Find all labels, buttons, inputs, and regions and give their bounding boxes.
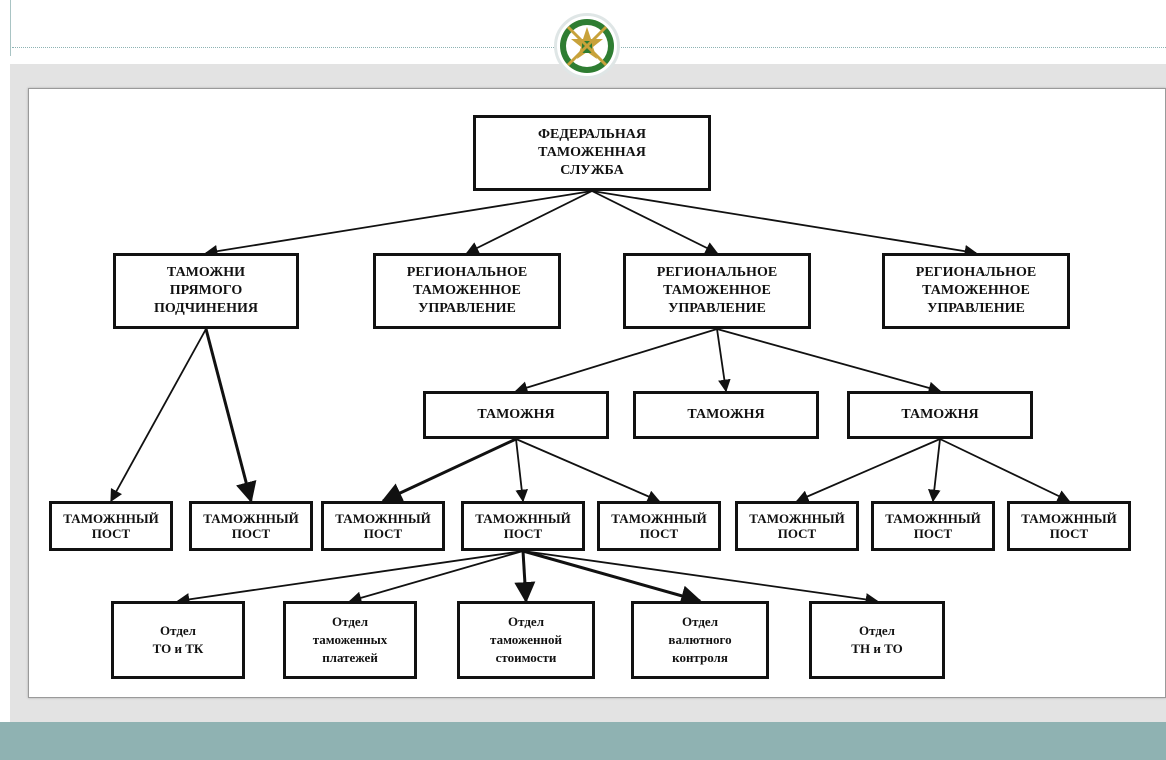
connector-rtu2-to-cust1 — [514, 328, 718, 394]
org-node-dept2: Отдел таможенных платежей — [283, 601, 417, 679]
org-node-post7: ТАМОЖННЫЙ ПОСТ — [871, 501, 995, 551]
connector-rtu2-to-cust3 — [716, 328, 942, 395]
org-node-dept5: Отдел ТН и ТО — [809, 601, 945, 679]
org-chart-panel: ФЕДЕРАЛЬНАЯ ТАМОЖЕННАЯ СЛУЖБА ТАМОЖНИ ПРЯ… — [28, 88, 1166, 698]
connector-post4-to-dept3 — [514, 550, 536, 604]
connector-direct-to-post1 — [110, 328, 207, 503]
org-node-cust2: ТАМОЖНЯ — [633, 391, 819, 439]
connector-cust1-to-post5 — [515, 438, 661, 503]
org-node-post4: ТАМОЖННЫЙ ПОСТ — [461, 501, 585, 551]
org-node-dept1: Отдел ТО и ТК — [111, 601, 245, 679]
left-rule — [10, 0, 11, 56]
org-node-post3: ТАМОЖННЫЙ ПОСТ — [321, 501, 445, 551]
connector-post4-to-dept2 — [348, 550, 524, 604]
connector-cust3-to-post7 — [928, 438, 941, 503]
connector-cust3-to-post8 — [939, 438, 1071, 502]
org-node-dept4: Отдел валютного контроля — [631, 601, 769, 679]
org-node-post5: ТАМОЖННЫЙ ПОСТ — [597, 501, 721, 551]
org-node-fcs: ФЕДЕРАЛЬНАЯ ТАМОЖЕННАЯ СЛУЖБА — [473, 115, 711, 191]
customs-emblem-icon — [554, 13, 620, 79]
connector-post4-to-dept1 — [176, 550, 524, 606]
connector-fcs-to-rtu3 — [591, 190, 978, 258]
connector-rtu2-to-cust2 — [716, 328, 731, 393]
org-node-rtu1: РЕГИОНАЛЬНОЕ ТАМОЖЕННОЕ УПРАВЛЕНИЕ — [373, 253, 561, 329]
org-node-post8: ТАМОЖННЫЙ ПОСТ — [1007, 501, 1131, 551]
connector-cust1-to-post4 — [515, 438, 528, 503]
connector-fcs-to-rtu1 — [465, 190, 593, 254]
connector-cust3-to-post6 — [795, 438, 941, 503]
connector-cust1-to-post3 — [381, 437, 517, 503]
org-node-post2: ТАМОЖННЫЙ ПОСТ — [189, 501, 313, 551]
org-node-cust3: ТАМОЖНЯ — [847, 391, 1033, 439]
connector-fcs-to-direct — [204, 190, 593, 258]
org-node-direct: ТАМОЖНИ ПРЯМОГО ПОДЧИНЕНИЯ — [113, 253, 299, 329]
connector-fcs-to-rtu2 — [591, 190, 719, 254]
org-node-cust1: ТАМОЖНЯ — [423, 391, 609, 439]
org-node-dept3: Отдел таможенной стоимости — [457, 601, 595, 679]
connector-post4-to-dept5 — [522, 550, 879, 606]
connector-direct-to-post2 — [204, 328, 257, 504]
bottom-band — [0, 722, 1166, 760]
org-node-rtu3: РЕГИОНАЛЬНОЕ ТАМОЖЕННОЕ УПРАВЛЕНИЕ — [882, 253, 1070, 329]
org-node-post6: ТАМОЖННЫЙ ПОСТ — [735, 501, 859, 551]
org-node-rtu2: РЕГИОНАЛЬНОЕ ТАМОЖЕННОЕ УПРАВЛЕНИЕ — [623, 253, 811, 329]
connector-lines — [110, 190, 1071, 606]
connector-post4-to-dept4 — [522, 549, 703, 606]
org-node-post1: ТАМОЖННЫЙ ПОСТ — [49, 501, 173, 551]
